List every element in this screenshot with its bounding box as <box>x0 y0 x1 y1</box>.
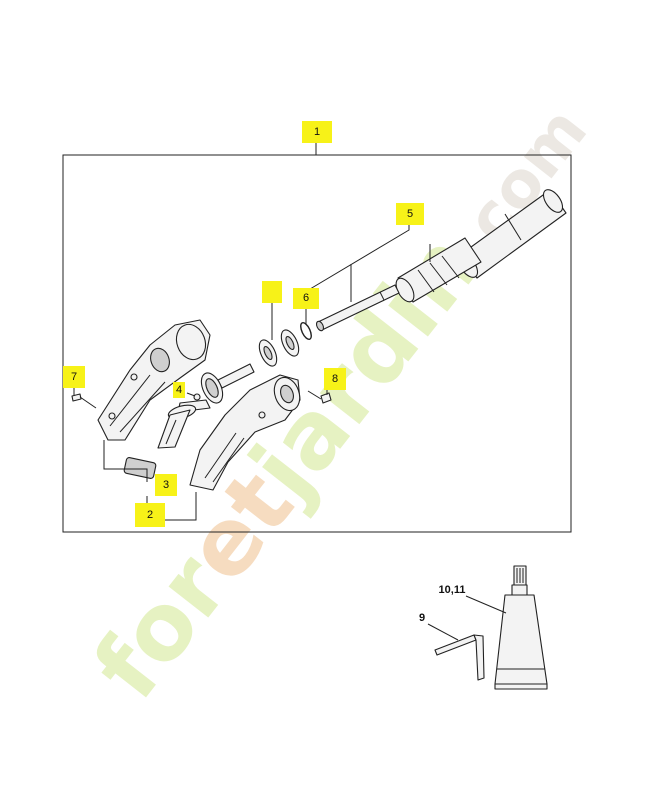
callout-3-label: 3 <box>163 479 169 491</box>
assembly-frame <box>62 154 572 533</box>
output-shaft <box>157 404 197 449</box>
circlip <box>300 321 312 341</box>
grease-tube-label: 10,11 <box>439 584 466 596</box>
rubber-damper <box>123 457 157 479</box>
hex-key <box>434 634 485 681</box>
screw-left <box>71 393 97 409</box>
drive-tube <box>395 189 567 303</box>
callout-5-label: 5 <box>407 208 413 220</box>
callout-4: 4 <box>173 382 185 398</box>
callout-7-label: 7 <box>71 371 77 383</box>
callout-6-label: 6 <box>303 292 309 304</box>
grease-tube <box>494 565 548 690</box>
screw-right <box>307 390 332 404</box>
callout-4-label: 4 <box>176 384 182 396</box>
hex-key-label: 9 <box>419 612 425 624</box>
gear-housing-left <box>97 319 211 441</box>
callout-1: 1 <box>302 121 332 143</box>
callout-7: 7 <box>63 366 85 388</box>
callout-6: 6 <box>293 288 319 309</box>
bearing-pair <box>258 329 300 367</box>
leader-hex-key <box>427 623 459 641</box>
callout-5: 5 <box>396 203 424 225</box>
pin <box>193 393 201 401</box>
callout-8: 8 <box>324 368 346 390</box>
callout-2-label: 2 <box>147 509 153 521</box>
callout-3: 3 <box>155 474 177 496</box>
callout-1-label: 1 <box>314 126 320 138</box>
leader-grease-tube <box>465 595 507 614</box>
drive-shaft <box>315 284 400 332</box>
callout-blank <box>262 281 282 303</box>
leader-lines <box>73 224 431 521</box>
callout-2: 2 <box>135 503 165 527</box>
gear-housing-right <box>189 374 301 491</box>
callout-8-label: 8 <box>332 373 338 385</box>
